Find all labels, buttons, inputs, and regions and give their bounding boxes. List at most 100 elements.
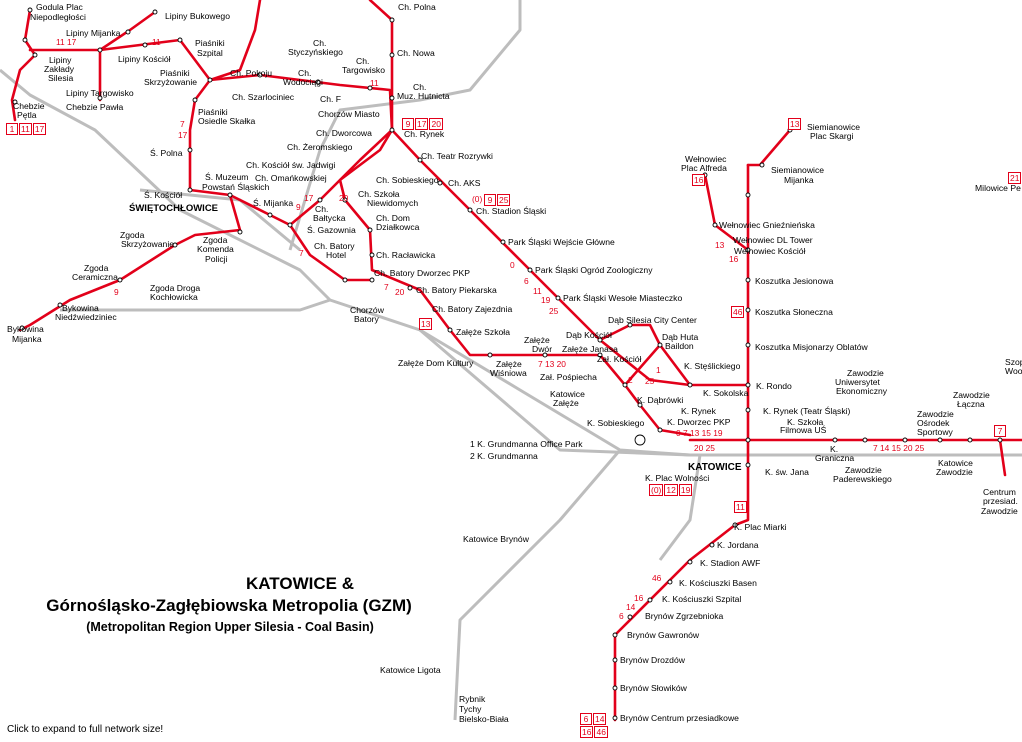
label-ch-dom: Ch. Dom xyxy=(376,213,410,223)
label-koszutka-sloneczna: Koszutka Słoneczna xyxy=(755,307,833,317)
station-labels: Godula Plac Niepodległości Lipiny Bukowe… xyxy=(7,2,1022,724)
label-k-szkola-filmowa-2: Filmowa UŚ xyxy=(780,424,827,435)
num-17b: 17 xyxy=(304,193,314,203)
label-szop: Szop xyxy=(1005,357,1022,367)
label-zgoda-droga: Zgoda Droga xyxy=(150,283,200,293)
label-zgoda-droga-2: Kochłowicka xyxy=(150,292,198,302)
label-zawodzie-laczna-2: Łączna xyxy=(957,399,985,409)
label-ch-wodociagi: Ch. xyxy=(298,68,311,78)
label-godula: Godula Plac xyxy=(36,2,84,12)
label-ch-batory-piekarska: Ch. Batory Piekarska xyxy=(416,285,497,295)
num-11c: 11 xyxy=(533,286,542,296)
label-park-zoo: Park Śląski Ogród Zoologiczny xyxy=(535,264,653,275)
label-zaleze-dom-kultury: Załęże Dom Kultury xyxy=(398,358,474,368)
label-ch-f: Ch. F xyxy=(320,94,341,104)
label-rybnik: Rybnik xyxy=(459,694,486,704)
label-bielsko: Bielsko-Biała xyxy=(459,714,509,724)
num-25b: 25 xyxy=(645,376,655,386)
label-zal-kosciol: Zał. Kościół xyxy=(597,354,642,364)
label-brynow-centrum: Brynów Centrum przesiadkowe xyxy=(620,713,739,723)
num-25: 25 xyxy=(549,306,559,316)
label-ch-teatr: Ch. Teatr Rozrywki xyxy=(421,151,493,161)
num-14: 14 xyxy=(626,602,636,612)
tram-lines xyxy=(10,0,1022,722)
label-ch-batory-zajezdnia: Ch. Batory Zajezdnia xyxy=(432,304,512,314)
label-k-kosciuszki-basen: K. Kościuszki Basen xyxy=(679,578,757,588)
tram-stops xyxy=(12,7,1003,721)
num-0-paren: (0) xyxy=(472,194,482,204)
label-koszutka-jesionowa: Koszutka Jesionowa xyxy=(755,276,834,286)
label-ch-polna: Ch. Polna xyxy=(398,2,436,12)
num-46: 46 xyxy=(652,573,662,583)
label-zgoda-komenda-2: Komenda xyxy=(197,244,234,254)
label-ch-zeromskiego: Ch. Żeromskiego xyxy=(287,142,353,152)
map-title-line2: Górnośląsko-Zagłębiowska Metropolia (GZM… xyxy=(46,596,412,615)
label-ch-batory-hotel: Ch. Batory xyxy=(314,241,355,251)
num-6: 6 xyxy=(524,276,529,286)
label-s-kosciol: Ś. Kościół xyxy=(144,189,182,200)
terminus-welnowiec: 16 xyxy=(692,174,706,186)
label-k-dabrowki: K. Dąbrówki xyxy=(637,395,683,405)
label-zaleze-dwor-2: Dwór xyxy=(532,344,552,354)
num-0: 0 xyxy=(510,260,515,270)
num-9: 9 xyxy=(296,202,301,212)
label-zaleze-dwor: Załęże xyxy=(524,335,550,345)
label-grundmanna-1: 1 K. Grundmanna Office Park xyxy=(470,439,583,449)
map-subtitle: (Metropolitan Region Upper Silesia - Coa… xyxy=(86,620,374,634)
label-ch-targowisko: Ch. xyxy=(356,56,369,66)
line-numbers: 11 17 11 11 7 17 9 17 20 7 7 20 9 (0) 0 … xyxy=(56,37,925,621)
label-ch-wodociagi-2: Wodociągi xyxy=(283,77,323,87)
label-tychy: Tychy xyxy=(459,704,482,714)
label-welnowiec-gnieznienska: Wełnowiec Gnieźnieńska xyxy=(719,220,815,230)
label-ch-styczynskiego: Ch. xyxy=(313,38,326,48)
label-zaleze-szkola: Załęże Szkoła xyxy=(456,327,510,337)
label-zaleze-janasa: Załęże Janasa xyxy=(562,344,618,354)
label-zaleze-wisniowa: Załęże xyxy=(496,359,522,369)
expand-hint-link[interactable]: Click to expand to full network size! xyxy=(7,724,164,735)
label-siemianowice-skargi: Siemianowice xyxy=(807,122,860,132)
label-centrum: Centrum xyxy=(983,487,1016,497)
label-ch-styczynskiego-2: Styczyńskiego xyxy=(288,47,343,57)
label-chorzow-batory-2: Batory xyxy=(354,314,380,324)
label-park-wejscie: Park Śląski Wejście Główne xyxy=(508,236,615,247)
num-20-25: 20 25 xyxy=(694,443,715,453)
label-brynow-gawronow: Brynów Gawronów xyxy=(627,630,700,640)
label-dab-kosciol: Dąb Kościół xyxy=(566,330,612,340)
label-k-graniczna-2: Graniczna xyxy=(815,453,854,463)
label-k-stadion-awf: K. Stadion AWF xyxy=(700,558,760,568)
label-welnowiec-alfreda: Wełnowiec xyxy=(685,154,727,164)
label-katowice-zawodzie: Katowice xyxy=(938,458,973,468)
num-7-13-20: 7 13 20 xyxy=(538,359,566,369)
label-k-sokolska: K. Sokolska xyxy=(703,388,749,398)
label-ch-batycka-2: Bałtycka xyxy=(313,213,346,223)
label-zgoda-ceramiczna: Zgoda xyxy=(84,263,109,273)
label-brynow-drozdow: Brynów Drozdów xyxy=(620,655,686,665)
label-zawodzie-paderewskiego-2: Paderewskiego xyxy=(833,474,892,484)
label-piasniki-szpital-2: Szpital xyxy=(197,48,223,58)
label-s-muzeum-2: Powstań Śląskich xyxy=(202,181,270,192)
label-zgoda-ceramiczna-2: Ceramiczna xyxy=(72,272,118,282)
label-ch-nowa: Ch. Nowa xyxy=(397,48,435,58)
label-chorzow-miasto: Chorzów Miasto xyxy=(318,109,380,119)
label-zgoda-skrz-2: Skrzyżowanie xyxy=(121,239,174,249)
label-katowice: KATOWICE xyxy=(688,462,742,473)
label-zaleze-wisniowa-2: Wiśniowa xyxy=(490,368,527,378)
label-piasniki-skrz: Piaśniki xyxy=(160,68,190,78)
terminus-milowice: 21 xyxy=(1008,172,1022,184)
label-lipiny-targowisko: Lipiny Targowisko xyxy=(66,88,134,98)
terminus-siemianowice: 13 xyxy=(788,118,802,130)
label-ch-batory-hotel-2: Hotel xyxy=(326,250,346,260)
label-k-kosciuszki-szpital: K. Kościuszki Szpital xyxy=(662,594,741,604)
num-19: 19 xyxy=(541,295,551,305)
label-s-polna: Ś. Polna xyxy=(150,147,183,158)
label-piasniki-skrz-2: Skrzyżowanie xyxy=(144,77,197,87)
num-16: 16 xyxy=(729,254,739,264)
label-k-sw-jana: K. św. Jana xyxy=(765,467,809,477)
label-k-rynek: K. Rynek xyxy=(681,406,717,416)
label-piasniki-szpital: Piaśniki xyxy=(195,38,225,48)
label-ch-stadion: Ch. Stadion Śląski xyxy=(476,205,546,216)
